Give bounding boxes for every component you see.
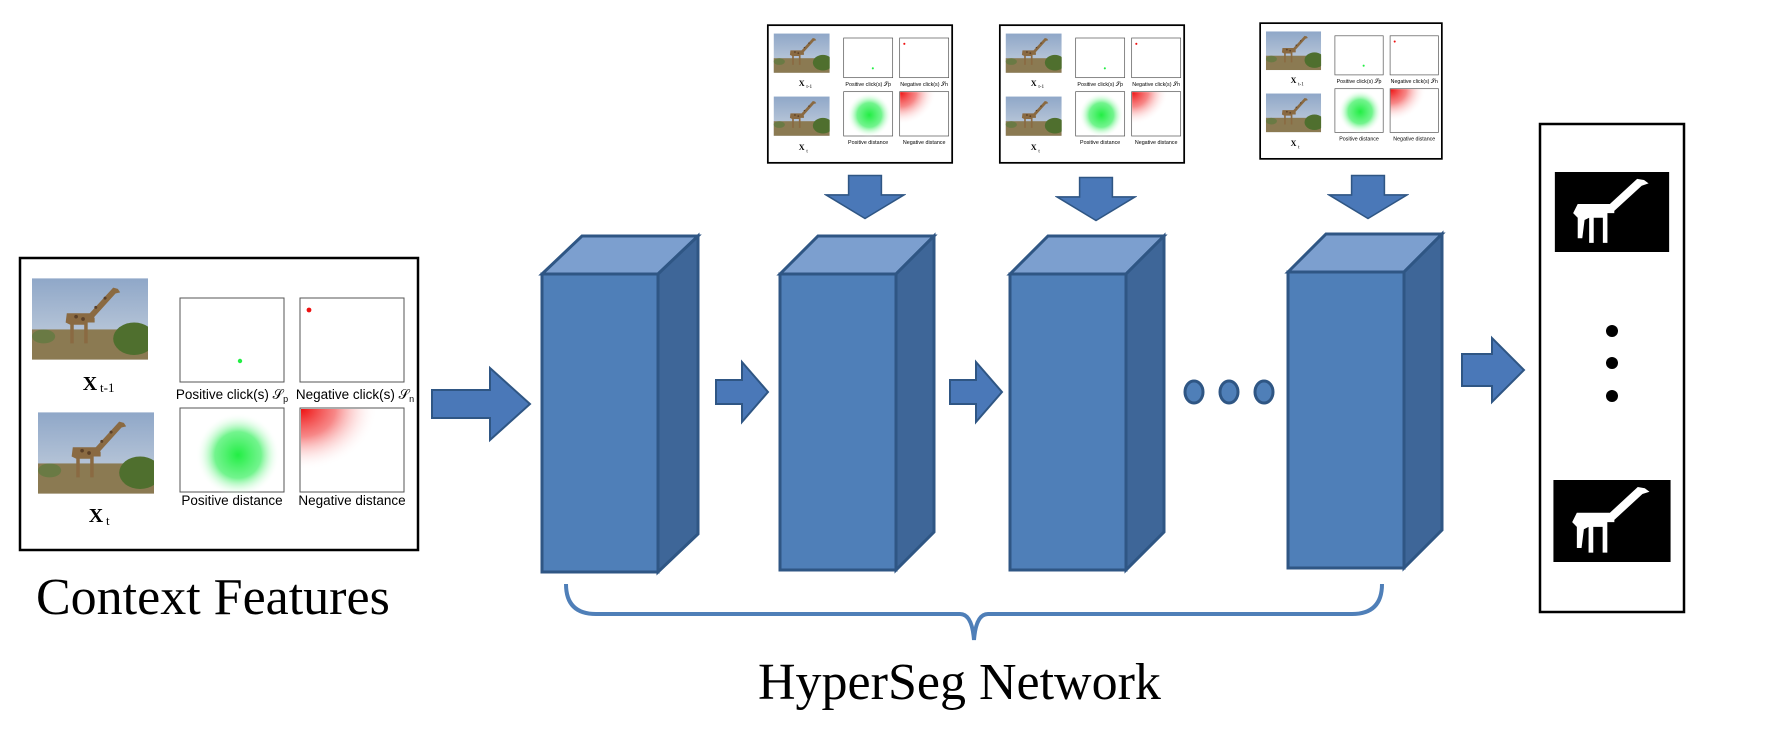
down-arrow-icon xyxy=(1328,174,1408,220)
positive-clicks-label: Positive click(s) 𝒮p xyxy=(176,387,288,404)
positive-distance-label: Positive distance xyxy=(181,493,282,508)
context-features-panel: X t-1 X t Positive click(s) 𝒮p Negative … xyxy=(18,256,420,552)
mini-context-panel-2 xyxy=(1000,25,1184,163)
giraffe-mask-icon xyxy=(1554,172,1670,252)
right-arrow-icon xyxy=(431,365,532,443)
hyperseg-network-caption: HyperSeg Network xyxy=(758,654,1161,711)
mini-context-panel-3 xyxy=(1260,23,1442,159)
down-arrow-icon xyxy=(825,174,905,220)
negative-distance-map xyxy=(301,409,403,491)
down-arrow-icon xyxy=(1056,176,1136,222)
network-layer-block-2 xyxy=(776,232,938,574)
right-arrow-icon xyxy=(949,359,1004,425)
negative-clicks-label: Negative click(s) 𝒮n xyxy=(296,387,414,404)
negative-distance-label: Negative distance xyxy=(298,493,405,508)
giraffe-mask-icon xyxy=(1553,480,1671,562)
context-features-caption: Context Features xyxy=(36,569,390,626)
network-layer-block-1 xyxy=(538,232,702,576)
right-arrow-icon xyxy=(1461,335,1526,405)
frame-current-subscript: t xyxy=(106,513,110,528)
output-masks-panel xyxy=(1538,122,1686,614)
brace-icon xyxy=(564,583,1384,641)
frame-prev-label: X xyxy=(83,373,98,395)
mini-context-panel-1 xyxy=(768,25,952,163)
ellipsis-dots-icon xyxy=(1183,379,1275,405)
right-arrow-icon xyxy=(715,359,770,425)
network-layer-block-3 xyxy=(1006,232,1168,574)
frame-prev-subscript: t-1 xyxy=(100,380,114,395)
frame-current-label: X xyxy=(89,505,104,527)
vertical-dots-icon xyxy=(1606,325,1618,402)
frame-prev-photo-icon xyxy=(32,278,148,360)
frame-current-photo-icon xyxy=(38,412,154,494)
positive-click-dot xyxy=(237,358,243,364)
network-layer-block-4 xyxy=(1284,230,1446,572)
negative-click-dot xyxy=(306,307,312,313)
positive-distance-map xyxy=(196,413,280,497)
